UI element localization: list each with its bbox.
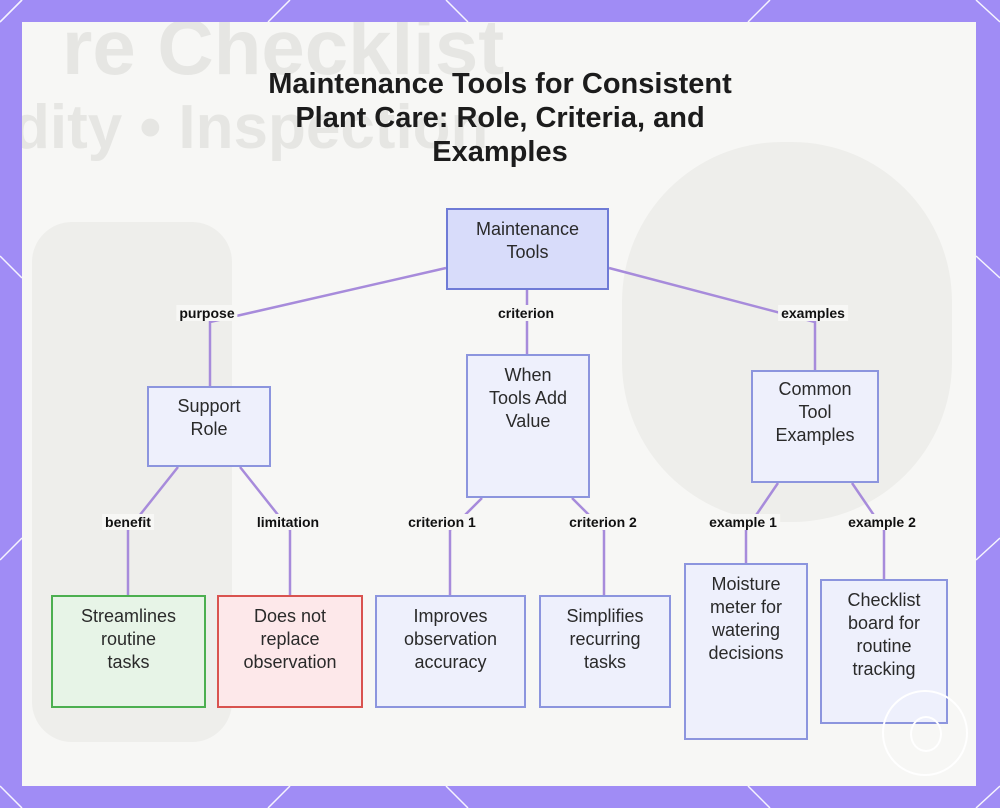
edge-label-criterion-1: criterion 1	[405, 514, 479, 530]
edge-limitation	[239, 466, 292, 595]
edge-example-2	[850, 482, 886, 579]
edge-label-benefit: benefit	[102, 514, 154, 530]
watermark-logo-icon	[882, 690, 968, 776]
diagram-title: Maintenance Tools for Consistent Plant C…	[268, 68, 732, 168]
edge-label-criterion-2: criterion 2	[566, 514, 640, 530]
edge-criterion-1	[448, 497, 483, 595]
background-watermark-text: re Checklist	[62, 22, 505, 91]
edge-label-criterion: criterion	[494, 305, 558, 321]
edge-label-purpose: purpose	[176, 305, 238, 321]
edge-label-example-1: example 1	[706, 514, 780, 530]
edge-benefit	[126, 466, 179, 595]
edge-criterion-2	[571, 497, 606, 595]
edge-purpose	[208, 266, 447, 386]
edge-example-1	[744, 482, 780, 563]
edge-label-limitation: limitation	[253, 514, 323, 530]
edge-label-example-2: example 2	[845, 514, 919, 530]
background-watermark-subtext: dity • Inspection	[22, 93, 489, 162]
edge-examples	[608, 266, 817, 370]
edge-label-examples: examples	[778, 305, 848, 321]
